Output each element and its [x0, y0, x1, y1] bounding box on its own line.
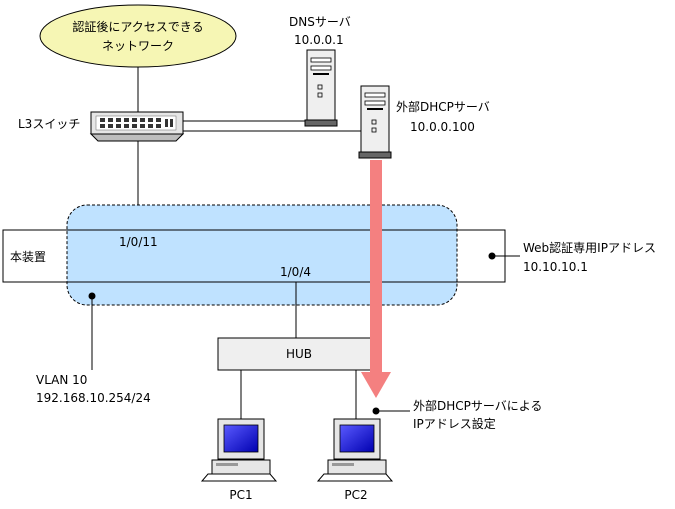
vlan-area: [66, 204, 458, 306]
hub-box: [217, 337, 382, 371]
hub-label: HUB: [286, 347, 312, 361]
web-auth-ip-line2: 10.10.10.1: [523, 260, 588, 274]
dns-server-ip: 10.0.0.1: [294, 33, 344, 47]
dns-server-icon: [304, 49, 338, 127]
device-label: 本装置: [10, 250, 46, 264]
dhcp-note-line2: IPアドレス設定: [413, 416, 496, 431]
vlan-line2: 192.168.10.254/24: [36, 391, 151, 405]
web-auth-ip-line1: Web認証専用IPアドレス: [523, 240, 656, 255]
dhcp-server-label: 外部DHCPサーバ: [396, 99, 490, 114]
l3-switch-icon: [89, 111, 185, 142]
dhcp-server-ip: 10.0.0.100: [410, 120, 475, 134]
port-uplink-label: 1/0/11: [119, 235, 158, 249]
dhcp-note-line1: 外部DHCPサーバによる: [413, 398, 542, 413]
pc2-label: PC2: [344, 488, 367, 502]
vlan-line1: VLAN 10: [36, 373, 87, 387]
pc2-icon: [316, 418, 394, 482]
network-cloud: [39, 4, 237, 68]
pc1-icon: [200, 418, 278, 482]
network-cloud-line1: 認証後にアクセスできる: [72, 19, 203, 34]
pc1-label: PC1: [229, 488, 252, 502]
network-cloud-line2: ネットワーク: [102, 39, 174, 53]
dhcp-arrow: [361, 160, 391, 398]
port-downlink-label: 1/0/4: [280, 265, 311, 279]
l3-switch-label: L3スイッチ: [18, 117, 80, 131]
dhcp-server-icon: [358, 85, 392, 159]
dns-server-label: DNSサーバ: [289, 15, 351, 29]
